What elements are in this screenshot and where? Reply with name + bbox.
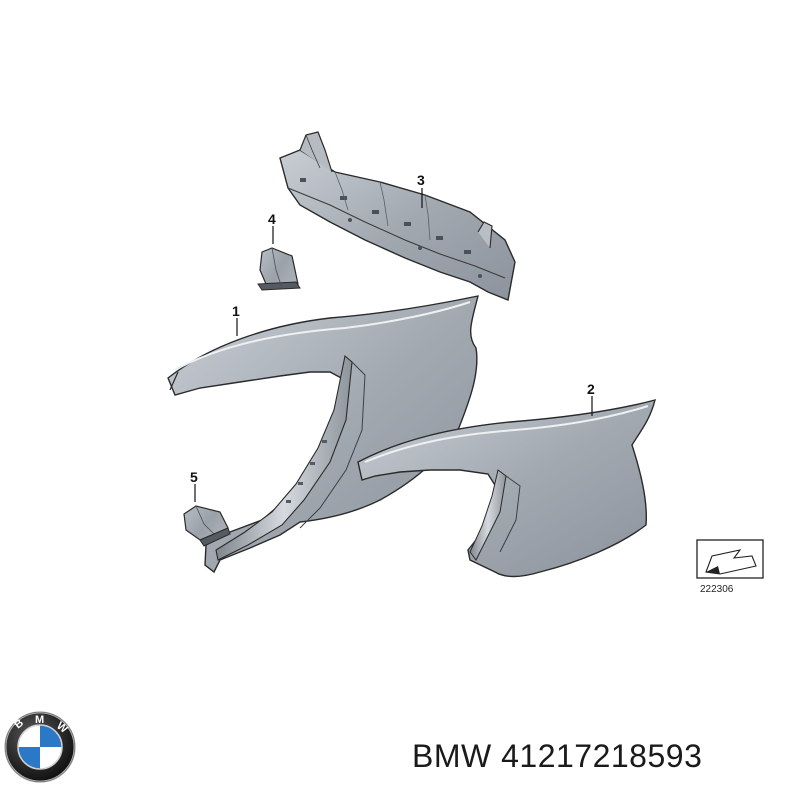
reference-number: 222306 <box>700 584 734 595</box>
part-caption: BMW 41217218593 <box>412 738 702 775</box>
callout-1: 1 <box>232 303 240 319</box>
part-4-bracket <box>257 247 301 291</box>
arrow-tip-icon <box>706 566 720 574</box>
callout-3: 3 <box>417 172 425 188</box>
logo-letter-m: M <box>35 714 44 726</box>
callout-5: 5 <box>190 469 198 485</box>
callout-4: 4 <box>268 211 276 227</box>
part-3-rear-panel <box>279 131 516 301</box>
reference-box <box>696 539 764 579</box>
part-1-side-panel-left <box>167 295 479 574</box>
part-2-side-panel-right <box>357 399 656 578</box>
part-5-bracket <box>183 505 231 547</box>
callout-2: 2 <box>587 381 595 397</box>
bmw-logo: B M W <box>4 711 76 783</box>
brand-name: BMW <box>412 738 492 774</box>
leader-lines <box>194 188 593 502</box>
part-number: 41217218593 <box>501 738 703 774</box>
